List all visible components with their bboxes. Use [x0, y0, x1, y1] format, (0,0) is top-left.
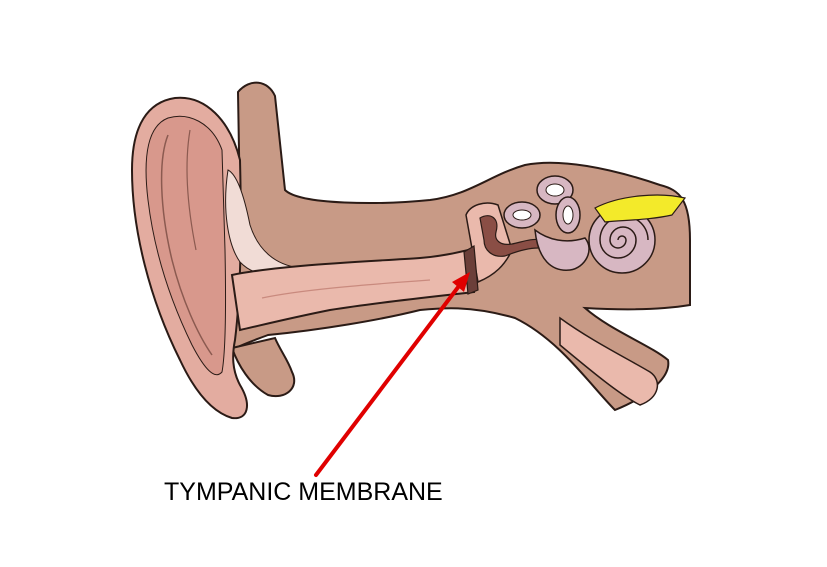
pinna-ridge	[160, 134, 213, 356]
ossicles	[479, 215, 541, 257]
auditory-nerve	[594, 194, 687, 223]
arrow-icon	[314, 272, 470, 477]
pinna-inner-fold	[145, 115, 227, 376]
eustachian-tube	[559, 316, 659, 406]
canal-line	[261, 279, 431, 299]
pinna-ridge-2	[186, 129, 197, 251]
semicircular-canals	[503, 175, 590, 271]
lower-canal-bone	[230, 336, 296, 398]
tympanic-membrane-label: TYMPANIC MEMBRANE	[164, 478, 443, 506]
